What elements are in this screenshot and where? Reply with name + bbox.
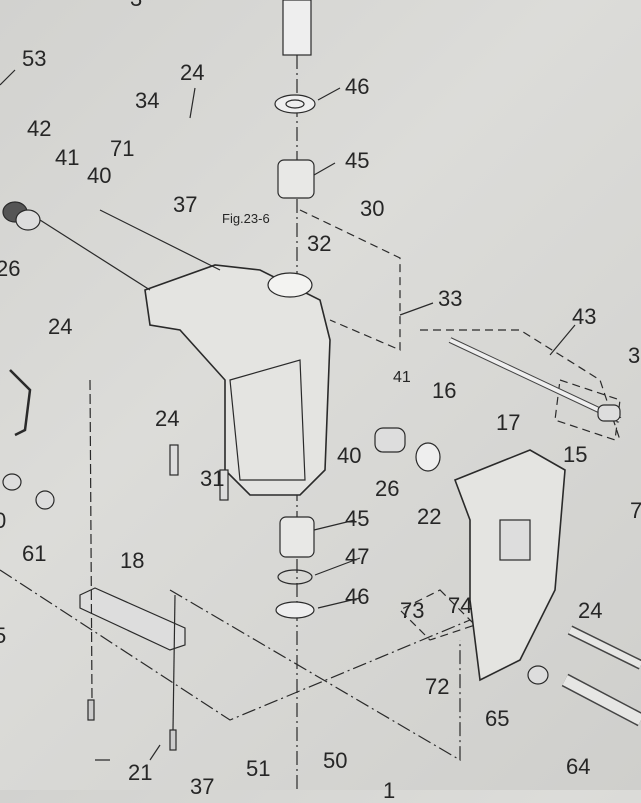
bushing-26-left [2, 201, 41, 231]
part-label: 37 [173, 192, 198, 217]
part-label: 50 [323, 748, 348, 773]
part-label: 51 [246, 756, 271, 781]
part-label: 46 [345, 74, 370, 99]
part-label: 74 [448, 593, 473, 618]
part-label: 37 [190, 774, 215, 799]
part-label: 17 [496, 410, 521, 435]
part-label: 30 [360, 196, 385, 221]
part-label: 31 [200, 466, 225, 491]
part-label: 16 [432, 378, 457, 403]
bushing-45-top [277, 159, 315, 199]
part-label: 71 [110, 136, 135, 161]
part-label: 5 [0, 623, 7, 648]
part-label: 47 [345, 544, 370, 569]
part-label: 18 [120, 548, 145, 573]
part-label: 61 [22, 541, 47, 566]
part-label: 24 [155, 406, 180, 431]
part-label: 26 [375, 476, 400, 501]
part-label: 1 [383, 778, 396, 803]
part-label: 34 [135, 88, 160, 113]
part-label: 32 [307, 231, 332, 256]
part-label: 43 [572, 304, 597, 329]
part-label: 64 [566, 754, 591, 779]
part-label: 42 [27, 116, 52, 141]
part-label: 73 [400, 598, 425, 623]
part-label: 53 [22, 46, 47, 71]
part-label: 21 [128, 760, 153, 785]
part-label: 41 [393, 369, 411, 386]
part-label: 24 [180, 60, 205, 85]
part-label: 40 [87, 163, 112, 188]
part-label: 22 [417, 504, 442, 529]
clamp-bracket [453, 449, 566, 682]
figure-reference-label: Fig.23-6 [222, 211, 270, 226]
part-label: 65 [485, 706, 510, 731]
part-label: 0 [0, 508, 7, 533]
part-label: 24 [48, 314, 73, 339]
plate-18 [79, 587, 186, 651]
part-label: 33 [438, 286, 463, 311]
part-label: 26 [0, 256, 21, 281]
part-label: 40 [337, 443, 362, 468]
part-label: 45 [345, 148, 370, 173]
part-label: 7 [630, 498, 641, 523]
swivel-bracket [144, 264, 331, 496]
part-label: 3 [130, 0, 142, 10]
part-label: 46 [345, 584, 370, 609]
part-label: 72 [425, 674, 450, 699]
part-label: 45 [345, 506, 370, 531]
part-label: 41 [55, 145, 80, 170]
part-label: 3 [628, 343, 641, 368]
washer-46-top [274, 94, 316, 114]
part-label: 15 [563, 442, 588, 467]
part-label: 24 [578, 598, 603, 623]
